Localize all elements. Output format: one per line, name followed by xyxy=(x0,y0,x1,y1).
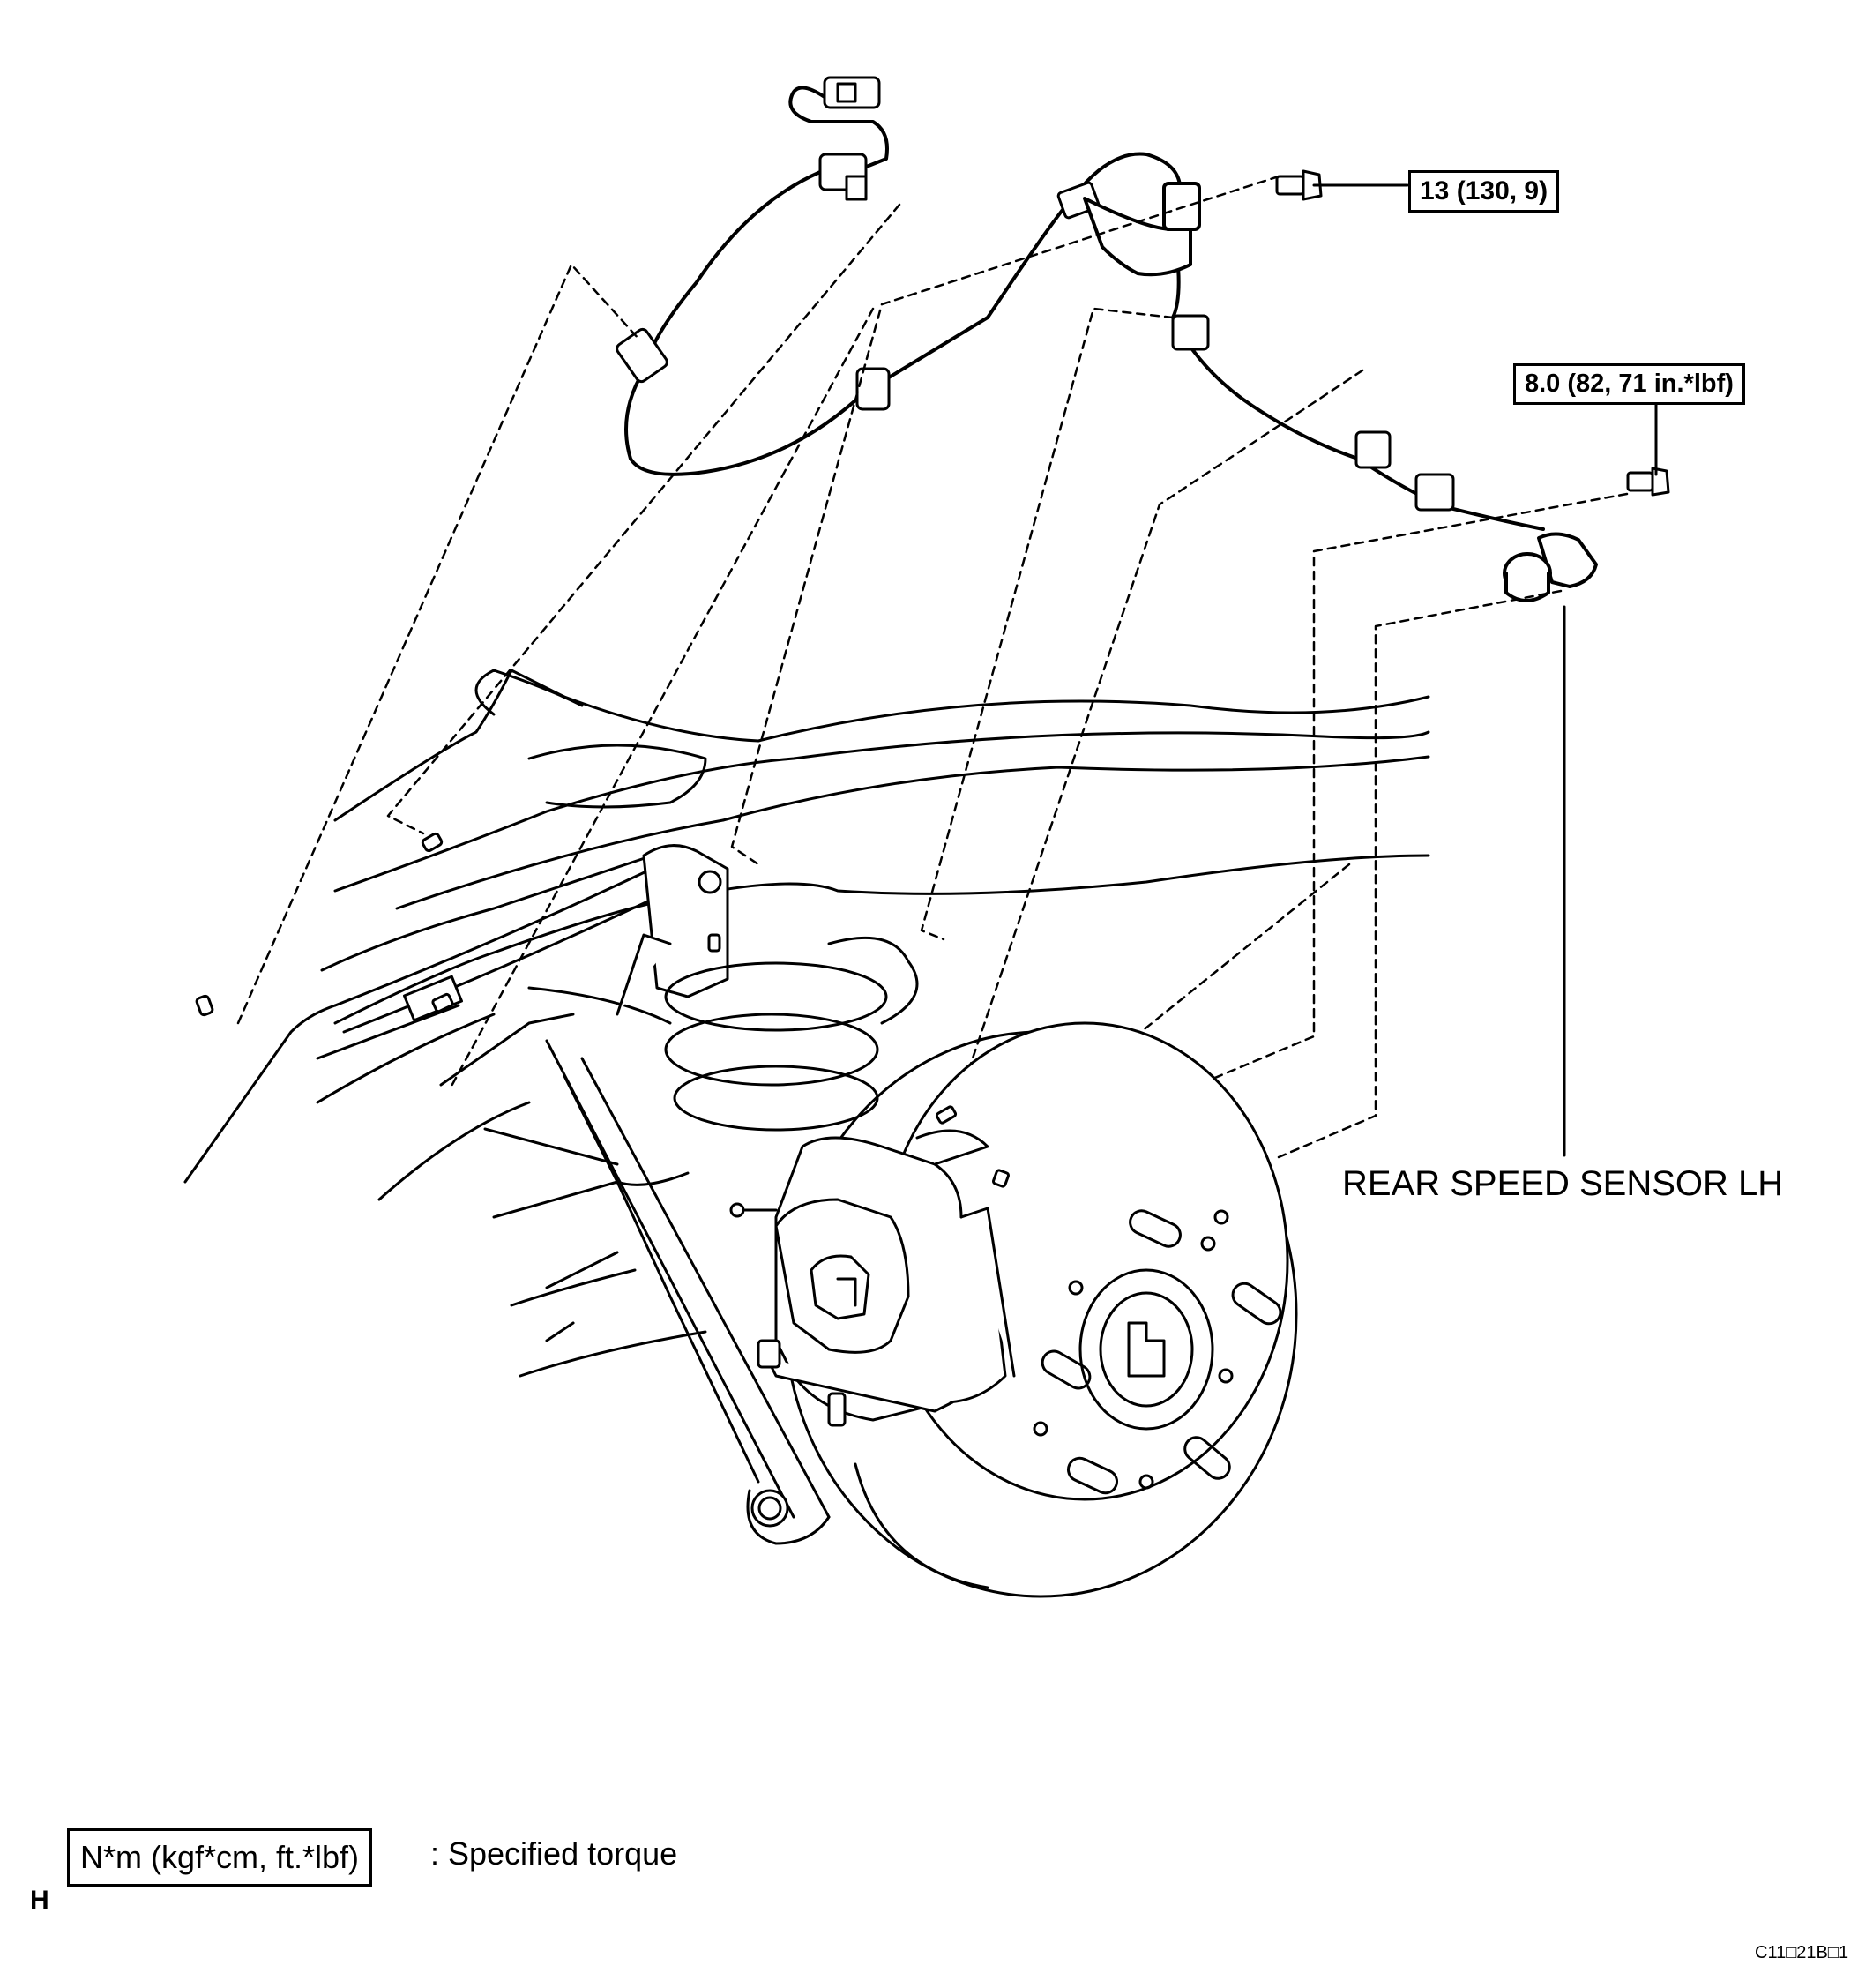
harness-cable-upper xyxy=(788,86,889,169)
harness-cable-right xyxy=(1171,254,1545,531)
rear-speed-sensor-label: REAR SPEED SENSOR LH xyxy=(1342,1164,1784,1203)
legend-unit-box: N*m (kgf*cm, ft.*lbf) xyxy=(67,1828,373,1887)
torque-spec-bolt-sensor: 8.0 (82, 71 in.*lbf) xyxy=(1513,363,1745,405)
stabilizer-bar xyxy=(333,863,672,1034)
harness-bracket xyxy=(1083,182,1201,277)
leader-lines xyxy=(1312,183,1658,1157)
torque-spec-bolt-upper: 13 (130, 9) xyxy=(1408,170,1560,213)
caliper-icon xyxy=(729,1129,1016,1427)
bolt-icon xyxy=(1275,169,1670,497)
dashed-guide-lines xyxy=(236,175,1629,1175)
figure-code: C11□21B□1 xyxy=(1755,1943,1849,1962)
vehicle-frame xyxy=(183,669,1430,1378)
connector-icon xyxy=(818,76,881,201)
legend-description: : Specified torque xyxy=(430,1835,678,1872)
harness-clip-icon xyxy=(616,181,1455,512)
harness-mount-point xyxy=(195,832,1010,1188)
shock-mount-bracket xyxy=(616,844,729,1016)
page-letter: H xyxy=(30,1886,49,1915)
speed-sensor-icon xyxy=(1503,532,1598,602)
wire-harness xyxy=(624,86,1545,531)
trailing-arm xyxy=(545,1039,831,1545)
harness-cable-left xyxy=(624,152,1182,476)
